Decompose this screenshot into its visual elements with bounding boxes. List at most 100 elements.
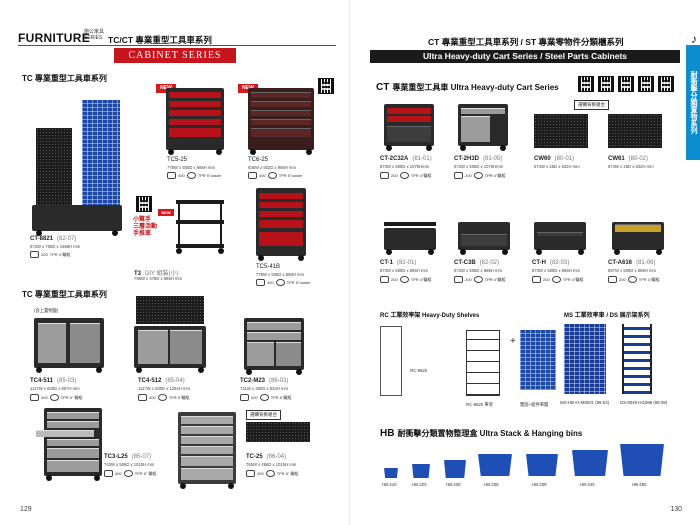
tc541b-cabinet <box>256 188 306 256</box>
drawer <box>181 426 233 434</box>
product-code-ct1: CT-1(82-01) <box>380 260 416 266</box>
code-num: (81-01) <box>412 156 432 162</box>
drawer <box>247 332 301 340</box>
caster-icon <box>473 276 483 283</box>
qr-code-icon <box>318 78 334 94</box>
code-num: (85-07) <box>131 454 152 460</box>
hb220-bin <box>412 464 430 478</box>
badge-tpr: TPR 5" 輪組 <box>134 470 157 476</box>
caster-icon <box>399 276 409 283</box>
ct1-shelf <box>384 222 436 226</box>
badge-value: 200 <box>465 277 472 282</box>
badge-tpr: TPR 5" 輪組 <box>276 470 299 476</box>
rc-item-0: RC-9520 <box>410 368 428 373</box>
qr-code-icon <box>598 76 614 92</box>
hb-label: HB-210 <box>382 482 397 487</box>
right-page: CT 專業重型工具車系列 / ST 專業零物件分類櫃系列 Ultra Heavy… <box>350 0 700 525</box>
code-text: CT-2C32A <box>380 156 409 162</box>
t3-post <box>178 200 180 248</box>
code-num: (85-03) <box>57 378 77 384</box>
drawer <box>181 416 233 424</box>
combo-label-left: 選購背掛組合 <box>246 410 281 420</box>
wheel-icon <box>176 248 182 254</box>
wheel-icon <box>460 145 466 151</box>
ct8821-blue-bins <box>82 100 120 215</box>
load-icon <box>454 276 463 283</box>
dims-tc25: 765W x 466D x 1015H mm <box>246 462 297 467</box>
combo-label-right: 選購背掛組合 <box>574 100 609 110</box>
drawer <box>461 108 505 114</box>
badge-tpr: TPR 5"caster <box>278 173 303 178</box>
caster-icon <box>627 276 637 283</box>
load-icon <box>380 172 389 179</box>
dims-t3: 796W x 478D x 985H mm <box>134 276 182 281</box>
hb230-bin <box>444 460 466 478</box>
tc25-cabinet <box>178 412 236 484</box>
wheel-icon <box>46 475 52 481</box>
page-number-right: 130 <box>670 506 682 513</box>
rc-diagram <box>380 326 402 396</box>
hb240-bin <box>572 450 608 476</box>
right-header-title: CT 專業重型工具車系列 / ST 專業零物件分類櫃系列 <box>428 37 624 47</box>
badge-value: 200 <box>391 277 398 282</box>
combo-pegboard <box>246 422 310 442</box>
product-code-cta616: CT-A616(81-06) <box>608 260 655 266</box>
product-code-tc4511: TC4-511(85-03) <box>30 378 76 384</box>
ms-item-0: MS-HB+H-M8001 (86-03) <box>560 400 610 405</box>
ct2h3d-cabinet <box>458 104 508 146</box>
rc-title: RC 工業效率架 Heavy-Duty Shelves <box>380 313 480 319</box>
code-num: (86-04) <box>266 454 287 460</box>
badge-tpr: TPR 4"輪組 <box>484 172 506 178</box>
load-icon <box>256 279 265 286</box>
plus-icon: + <box>510 336 516 347</box>
rc-item-2: 雙面+組件單層 <box>520 402 549 407</box>
drawer <box>169 101 221 107</box>
ct-prefix: CT <box>376 82 390 93</box>
caster-icon <box>267 172 277 179</box>
load-icon <box>608 276 617 283</box>
code-text: CW60 <box>534 156 551 162</box>
caster-icon <box>265 470 275 477</box>
callout-line-3: 手推車 <box>133 231 152 237</box>
code-text: TC3-L25 <box>104 454 128 460</box>
dims-tc3l25: 743W x 506D x 1010H mm <box>104 462 155 467</box>
drawer <box>251 92 311 98</box>
drawer <box>259 220 303 228</box>
product-code-tc4512: TC4-512(85-04) <box>138 378 185 384</box>
page-number-left: 129 <box>20 506 32 513</box>
caster-icon <box>49 394 59 401</box>
shelf <box>387 126 431 142</box>
wheel-icon <box>168 149 174 155</box>
t3-shelf <box>176 220 224 224</box>
wheel-icon <box>536 249 542 255</box>
ct8821-cart-body <box>32 205 122 231</box>
header-rule <box>18 45 336 46</box>
hook-icon: ♪ <box>691 32 697 46</box>
badge-tpr: TPR 4"輪組 <box>562 276 584 282</box>
code-num: (80-01) <box>554 156 575 162</box>
code-num: (86-03) <box>269 378 289 384</box>
badge-tpr: TPR 4"輪組 <box>49 251 71 257</box>
drawer <box>251 128 311 137</box>
drawer <box>47 412 99 419</box>
badge-value: 400 <box>267 280 274 285</box>
drawer <box>181 436 233 444</box>
rc-item-1: RC-9520 單架 <box>466 402 493 407</box>
product-code-cth: CT-H(82-03) <box>532 260 569 266</box>
dims-cth: 873W x 505D x 886H mm <box>532 268 580 273</box>
hb-label: HB-240 <box>580 482 595 487</box>
caster-icon <box>123 470 133 477</box>
wheel-icon <box>386 249 392 255</box>
product-code-tc3l25: TC3-L25(85-07) <box>104 454 151 460</box>
cw60-pegboard <box>534 114 588 148</box>
load-icon <box>167 172 176 179</box>
wheel-icon <box>578 249 584 255</box>
